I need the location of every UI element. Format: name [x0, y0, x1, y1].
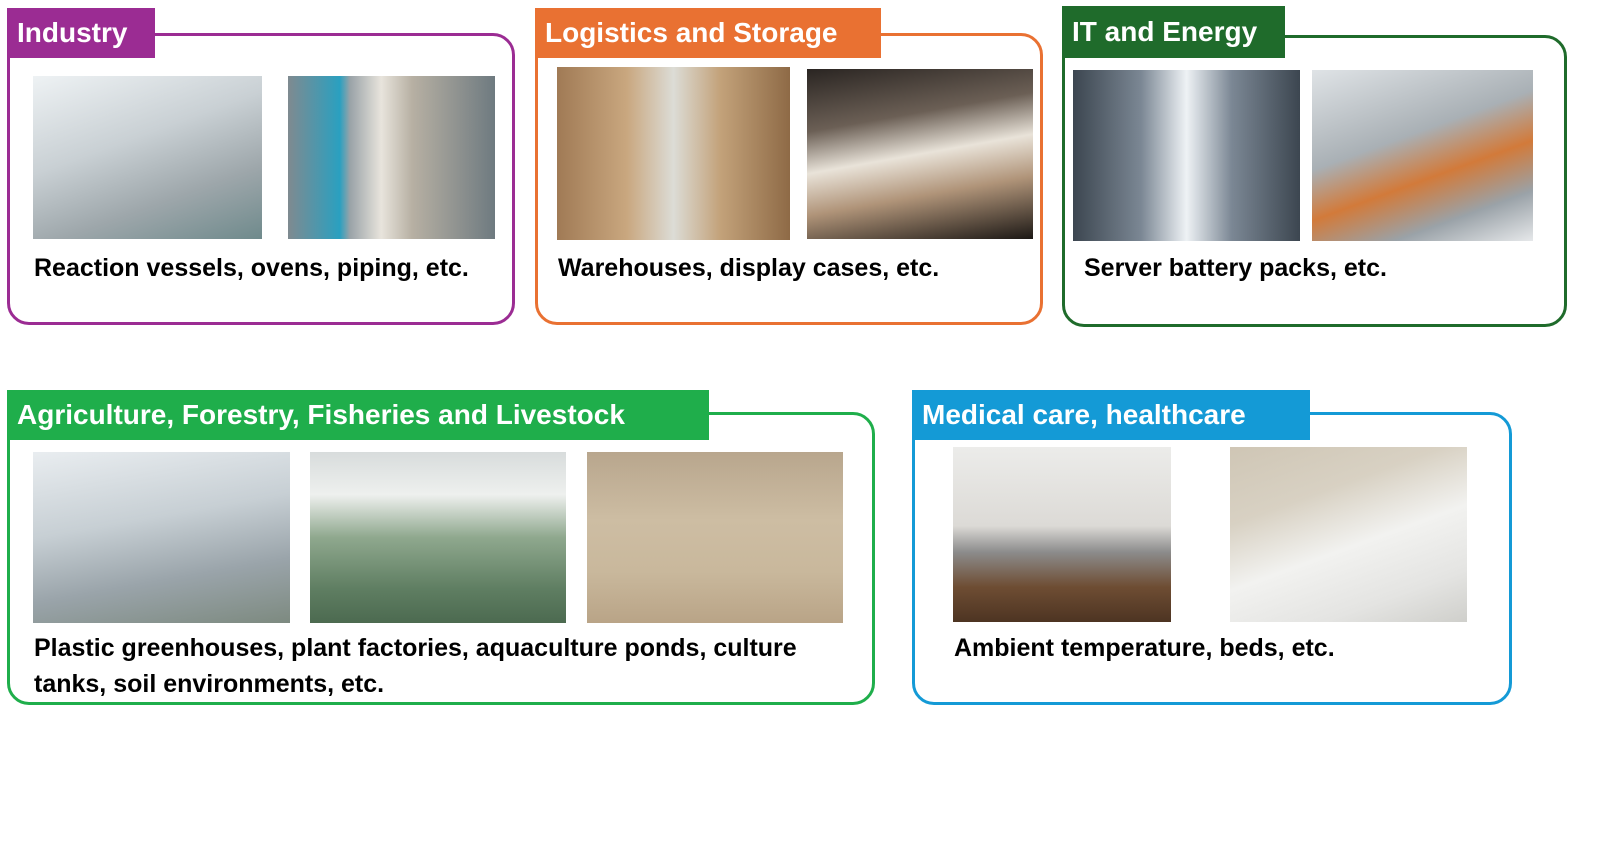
industry-title: Industry	[7, 8, 155, 58]
logistics-title: Logistics and Storage	[535, 8, 881, 58]
greenhouse-photo	[33, 452, 290, 623]
it-energy-title: IT and Energy	[1062, 6, 1285, 58]
soil-field-photo	[587, 452, 843, 623]
medical-description: Ambient temperature, beds, etc.	[954, 634, 1335, 662]
aquaculture-tank-photo	[310, 452, 566, 623]
agriculture-description: Plastic greenhouses, plant factories, aq…	[34, 634, 797, 698]
industry-panel	[7, 33, 515, 325]
industrial-oven-photo	[288, 76, 495, 239]
hospital-bed-photo	[1230, 447, 1467, 622]
server-room-photo	[1073, 70, 1300, 241]
industry-description: Reaction vessels, ovens, piping, etc.	[34, 254, 469, 282]
it-energy-description: Server battery packs, etc.	[1084, 254, 1387, 282]
living-room-photo	[953, 447, 1171, 622]
it-energy-panel	[1062, 35, 1567, 327]
display-case-photo	[807, 69, 1033, 239]
medical-title: Medical care, healthcare	[912, 390, 1310, 440]
warehouse-photo	[557, 67, 790, 240]
reaction-vessel-photo	[33, 76, 262, 239]
battery-pack-photo	[1312, 70, 1533, 241]
agriculture-title: Agriculture, Forestry, Fisheries and Liv…	[7, 390, 709, 440]
logistics-description: Warehouses, display cases, etc.	[558, 254, 940, 282]
